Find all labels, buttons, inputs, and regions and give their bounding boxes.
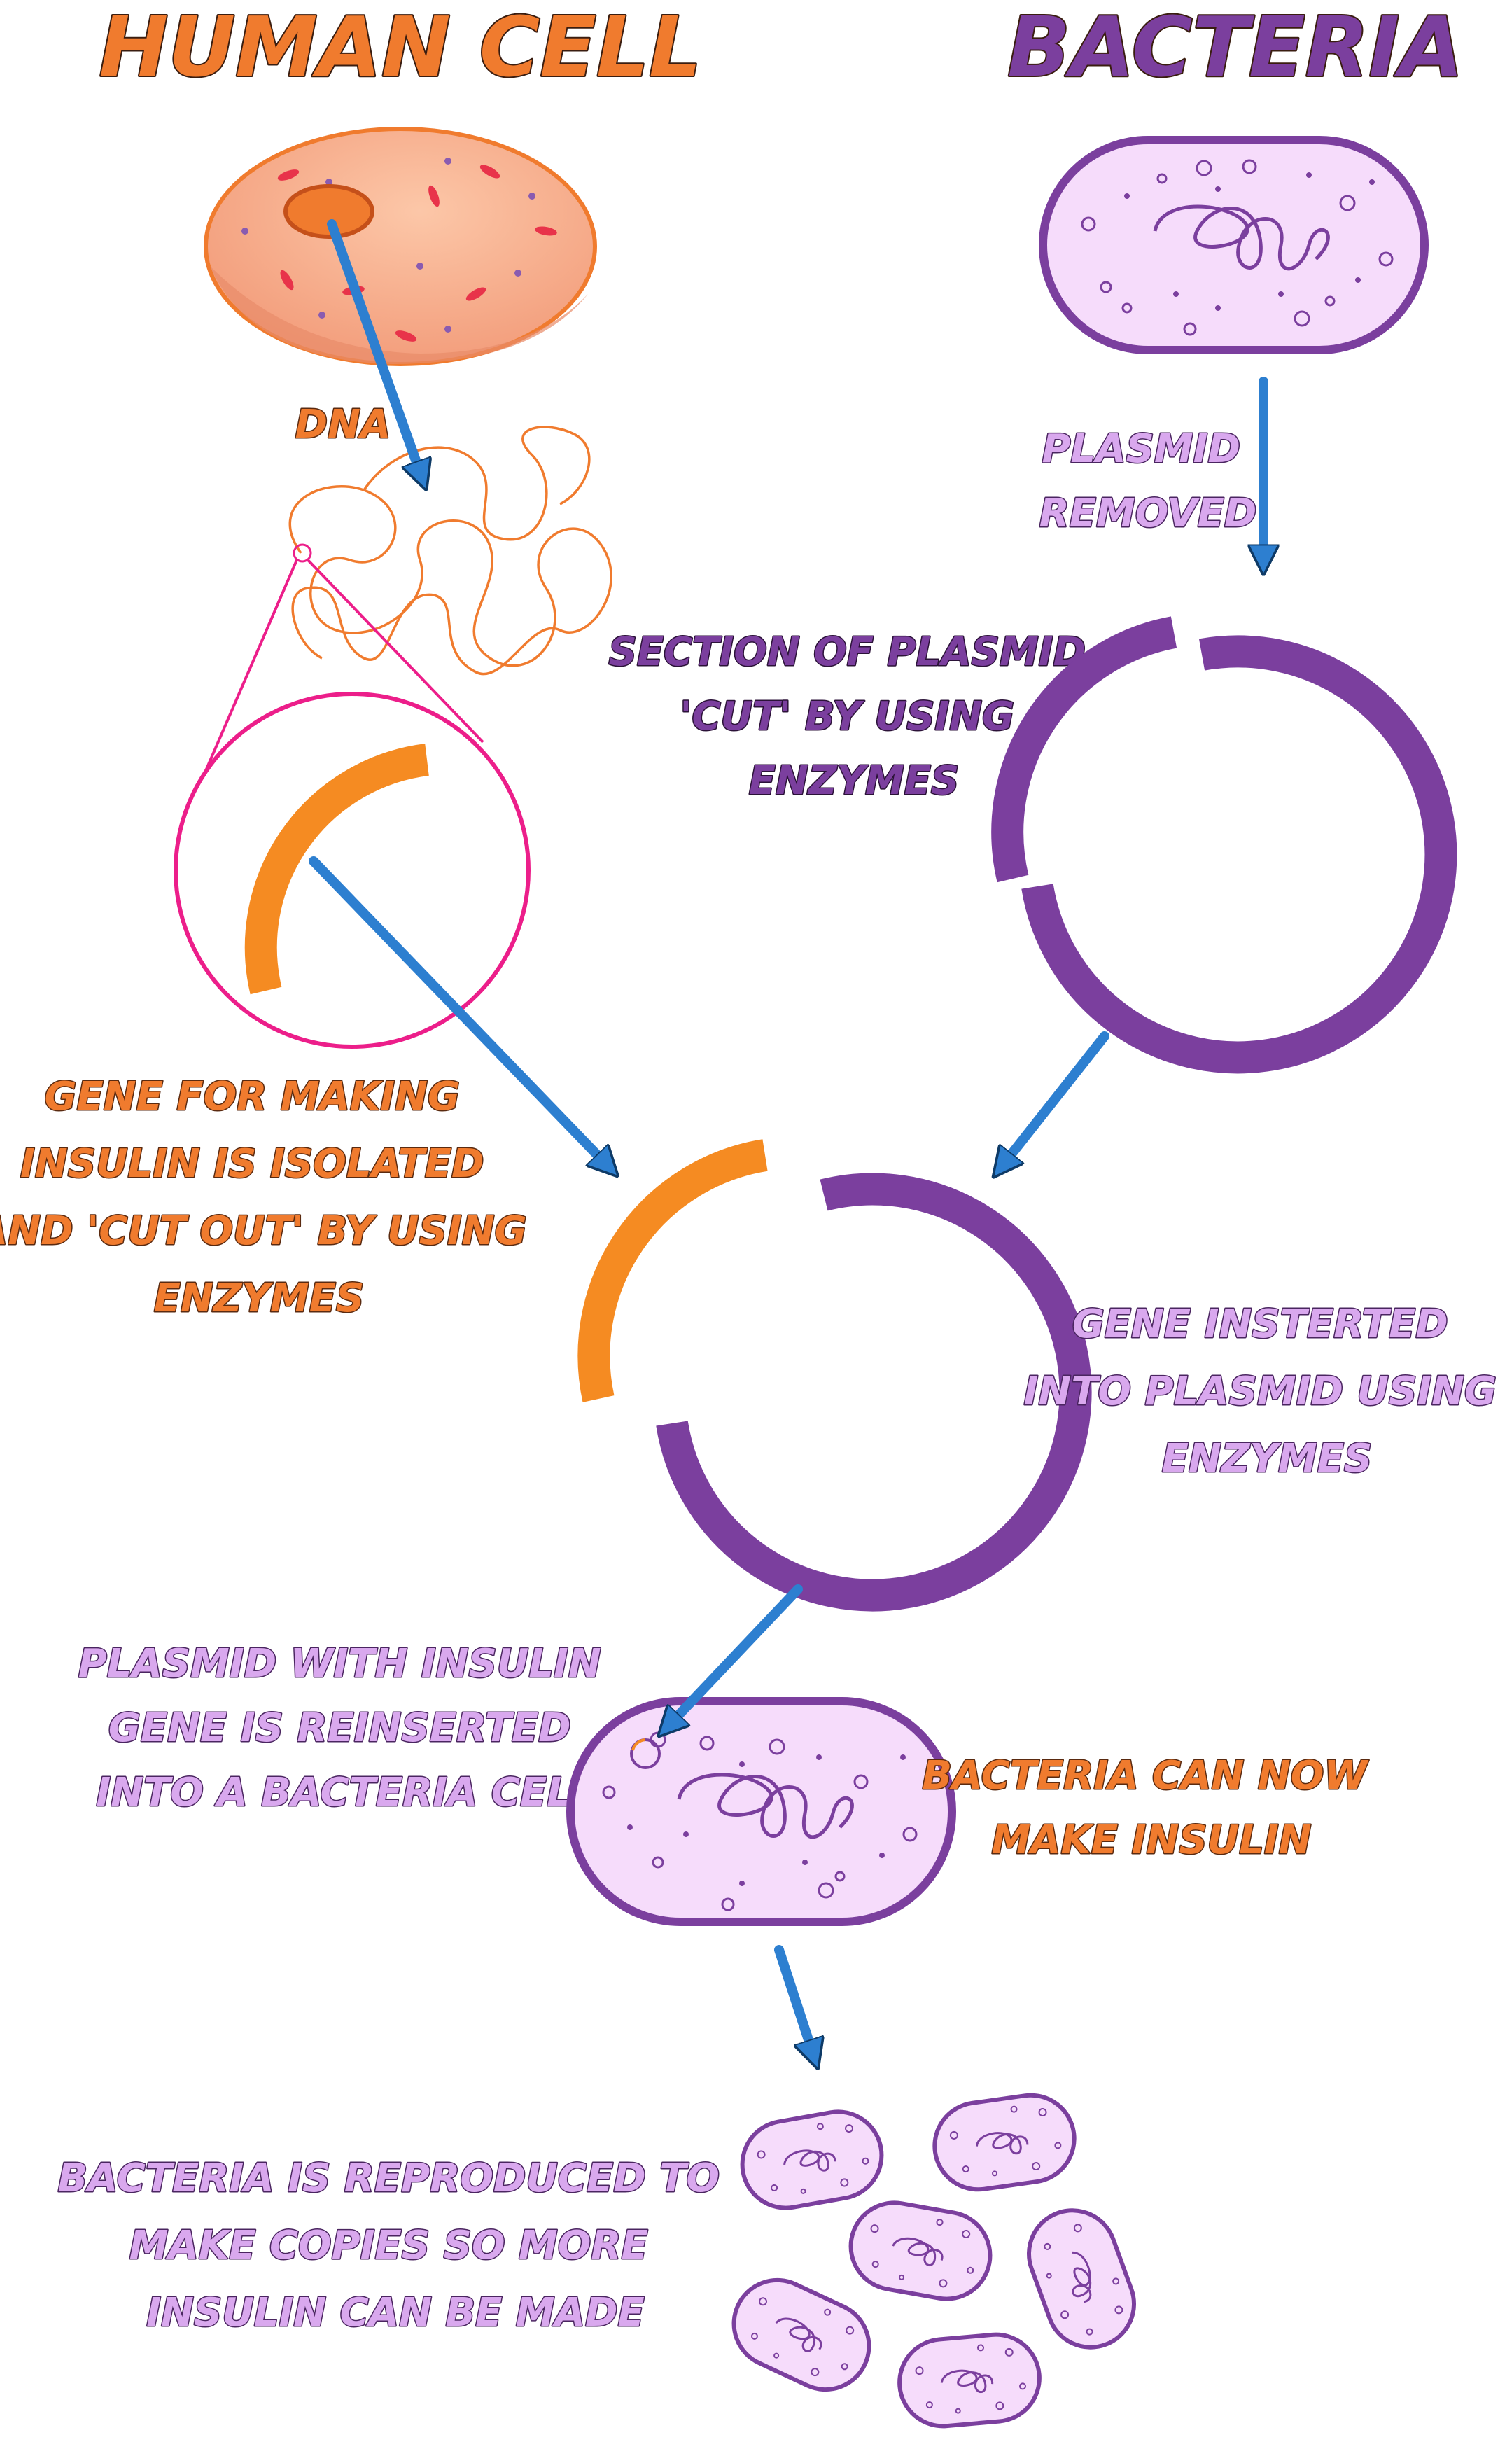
bacteria-clone-icon (732, 2277, 872, 2392)
bacteria-clone-icon (740, 2109, 884, 2210)
bacteria-clone-icon (932, 2093, 1077, 2192)
human-cell-icon (204, 127, 597, 366)
arrow-icon (327, 219, 421, 476)
can-make-insulin-label: BACTERIA CAN NOW MAKE INSULIN (922, 1753, 1380, 1863)
bacteria-clone-icon (848, 2200, 993, 2301)
bacteria-clone-icon (897, 2332, 1042, 2429)
arrow-icon (668, 1584, 803, 1726)
human-cell-title: HUMAN CELL (99, 0, 702, 95)
plasmid-ring-icon (991, 616, 1457, 1074)
gene-inserted-label: GENE INSTERTED INTO PLASMID USING ENZYME… (1024, 1302, 1511, 1481)
section-cut-label: SECTION OF PLASMID 'CUT' BY USING ENZYME… (609, 629, 1100, 804)
gene-isolated-label: GENE FOR MAKING INSULIN IS ISOLATED AND … (0, 1074, 540, 1321)
bacteria-title: BACTERIA (1007, 0, 1463, 95)
insulin-gene-icon (244, 744, 429, 995)
dna-label: DNA (295, 402, 391, 447)
arrows (309, 219, 1264, 2055)
bacteria-with-plasmid-icon (566, 1697, 956, 1926)
recombinant-plasmid-icon (578, 1139, 1092, 1612)
plasmid-reinserted-label: PLASMID WITH INSULIN GENE IS REINSERTED … (78, 1641, 615, 1815)
nucleus-icon (284, 184, 374, 239)
bacteria-cell-icon (1039, 136, 1429, 354)
reproduced-label: BACTERIA IS REPRODUCED TO MAKE COPIES SO… (57, 2156, 733, 2336)
arrow-icon (1002, 1031, 1110, 1166)
dna-strand-icon (288, 426, 612, 676)
bacteria-clones (732, 2093, 1136, 2429)
bacteria-clone-icon (1027, 2208, 1136, 2350)
arrow-icon (309, 856, 608, 1166)
plasmid-removed-label: PLASMID REMOVED (1040, 426, 1257, 536)
magnifier-circle-icon (174, 543, 531, 1049)
arrow-icon (774, 1945, 813, 2055)
